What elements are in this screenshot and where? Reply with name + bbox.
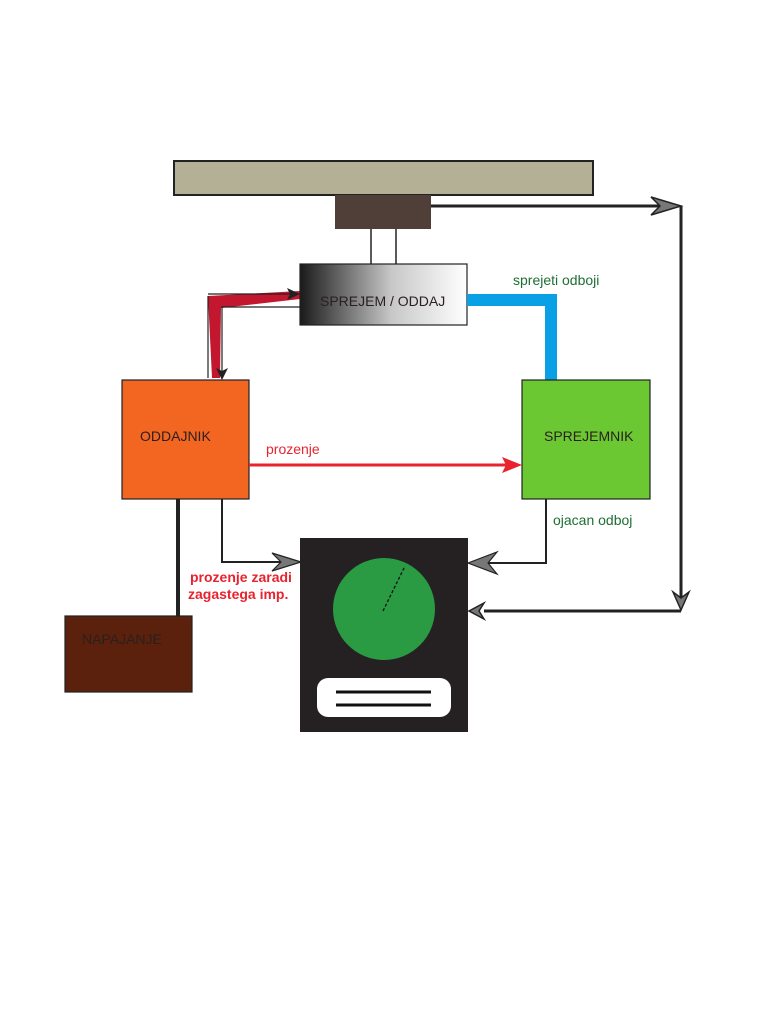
transceiver-label: SPREJEM / ODDAJ (320, 293, 446, 309)
antenna-mount (335, 195, 431, 229)
transmitter-label: ODDAJNIK (140, 428, 211, 444)
received-reflections-note: sprejeti odboji (513, 272, 600, 288)
received-reflections-line (467, 294, 557, 380)
rx-to-display-line (484, 499, 547, 564)
leakage-note: prozenje (266, 441, 320, 457)
leakage-delay-note-line1: prozenje zaradi (190, 569, 292, 585)
radar-sweep-line (382, 565, 406, 612)
antenna-feedback-line (431, 204, 683, 613)
receiver-label: SPREJEMNIK (544, 428, 634, 444)
arrow-to-transmitter (216, 368, 228, 380)
power-label: NAPAJANJE (82, 631, 162, 647)
display-control-panel (317, 678, 451, 717)
tx-to-display-line (221, 499, 288, 563)
transmitter-box (121, 379, 250, 500)
antenna-reflector (173, 160, 594, 196)
receiver-box (521, 379, 651, 500)
leakage-delay-note-line2: zagastega imp. (188, 586, 289, 602)
transceiver-to-tx-line (221, 306, 300, 372)
arrow-down-corner (671, 589, 691, 612)
arrow-to-display-bottom (467, 601, 487, 621)
amplified-reflection-note: ojacan odboj (553, 512, 633, 528)
power-supply-box (64, 615, 193, 693)
arrow-to-transceiver (287, 288, 300, 300)
leakage-arrow (502, 457, 522, 473)
arrow-tx-to-display (271, 552, 304, 572)
arrow-to-corner (650, 196, 684, 216)
arrow-rx-to-display (466, 550, 499, 576)
